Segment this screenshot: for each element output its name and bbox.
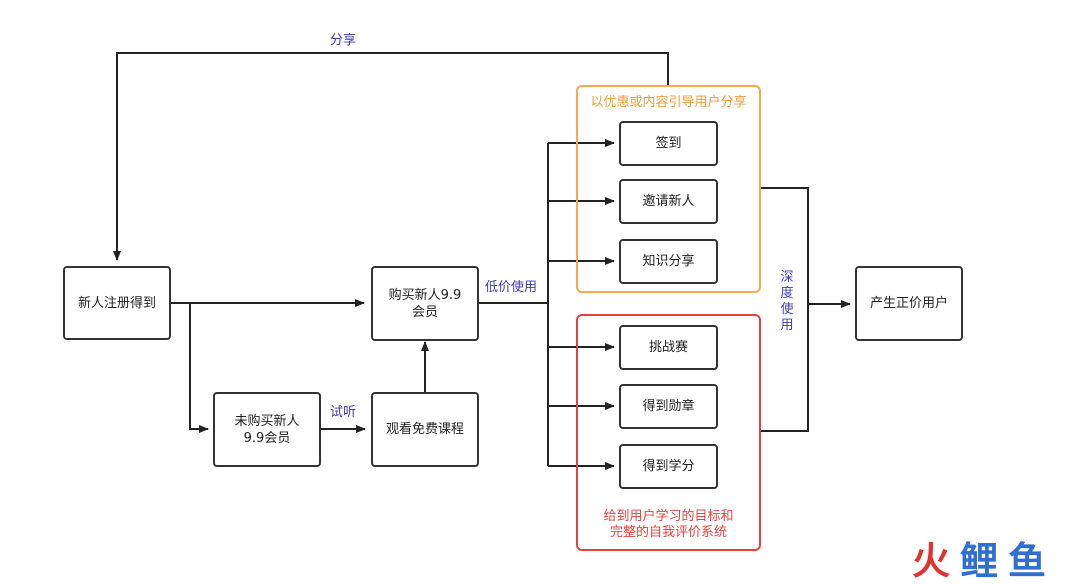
goal-group: [576, 314, 761, 551]
edge-label-trial: 试听: [330, 405, 357, 421]
logo-char-fish: 鱼: [1008, 539, 1047, 583]
edge-label-low-price: 低价使用: [485, 280, 538, 296]
node-challenge[interactable]: 挑战赛: [619, 325, 718, 370]
edge-label-share: 分享: [330, 33, 357, 49]
node-not-buy-member[interactable]: 未购买新人 9.9会员: [213, 392, 321, 467]
node-free-course[interactable]: 观看免费课程: [371, 392, 479, 467]
share-group: [576, 85, 761, 293]
node-buy-new-member[interactable]: 购买新人9.9 会员: [371, 266, 479, 341]
edge-goal-group-to-paid: [761, 304, 809, 432]
edge-label-deep-use: 深度使用: [779, 270, 795, 334]
edge-register-to-notbuy: [189, 303, 209, 433]
node-register[interactable]: 新人注册得到: [63, 266, 171, 340]
watermark-logo: 火 鲤 鱼: [912, 528, 1062, 583]
node-checkin[interactable]: 签到: [619, 121, 718, 166]
edge-share-group-to-paid: [761, 187, 809, 304]
node-credit[interactable]: 得到学分: [619, 444, 718, 489]
node-invite[interactable]: 邀请新人: [619, 179, 718, 224]
logo-char-carp: 鲤: [960, 539, 999, 583]
node-paid-user[interactable]: 产生正价用户: [855, 266, 963, 341]
edge-share-loop: [113, 52, 669, 261]
node-knowledge-share[interactable]: 知识分享: [619, 239, 718, 284]
node-badge[interactable]: 得到勋章: [619, 384, 718, 429]
logo-char-fire: 火: [912, 539, 951, 583]
goal-group-label: 给到用户学习的目标和 完整的自我评价系统: [603, 509, 734, 540]
share-group-label: 以优惠或内容引导用户分享: [590, 95, 747, 110]
